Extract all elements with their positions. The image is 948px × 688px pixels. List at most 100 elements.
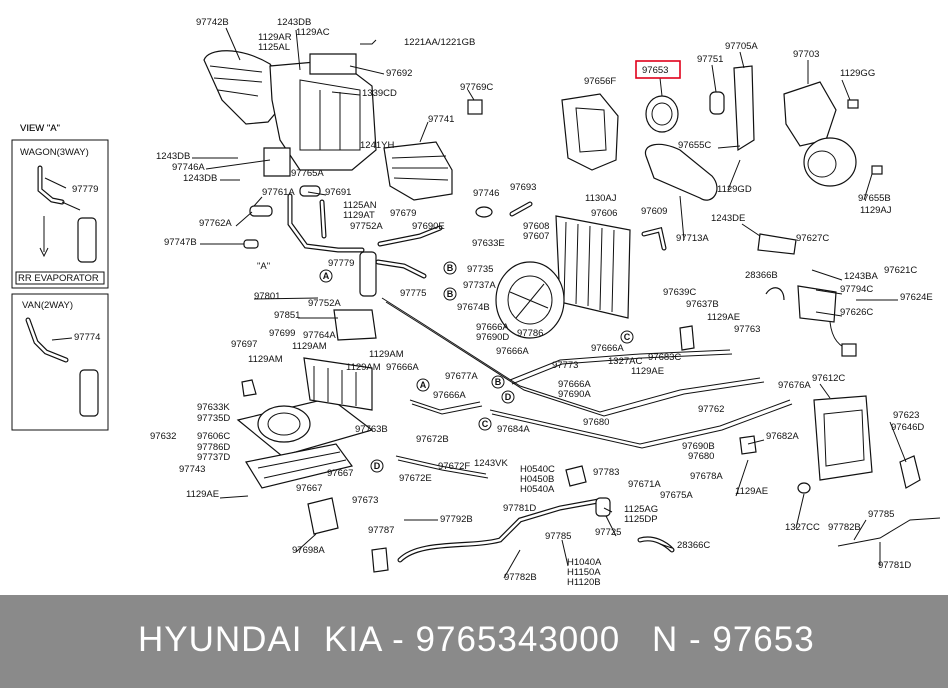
- part-label[interactable]: 1243BA: [844, 271, 878, 282]
- part-label[interactable]: 1241YH: [360, 140, 394, 151]
- part-label[interactable]: 97683C: [648, 352, 681, 363]
- part-label[interactable]: 97737A: [463, 280, 496, 291]
- part-label[interactable]: 97752A: [350, 221, 383, 232]
- part-label[interactable]: 97673: [352, 495, 378, 506]
- part-label[interactable]: H0540C: [520, 464, 555, 475]
- part-label[interactable]: 1129AC: [296, 27, 330, 38]
- part-label[interactable]: 97682A: [766, 431, 799, 442]
- part-label[interactable]: 97851: [274, 310, 300, 321]
- part-label[interactable]: 97690D: [476, 332, 509, 343]
- part-label[interactable]: 97697: [231, 339, 257, 350]
- part-label[interactable]: 97606C: [197, 431, 230, 442]
- part-label[interactable]: 97690B: [682, 441, 715, 452]
- part-label[interactable]: H1040A: [567, 557, 602, 568]
- part-label[interactable]: "A": [257, 261, 270, 272]
- part-label[interactable]: 1221AA/1221GB: [404, 37, 475, 48]
- part-label[interactable]: 97698A: [292, 545, 325, 556]
- part-label[interactable]: 97607: [523, 231, 549, 242]
- part-label[interactable]: 97672F: [438, 461, 470, 472]
- part-label[interactable]: 97764A: [303, 330, 336, 341]
- part-label[interactable]: 1129GG: [840, 68, 875, 79]
- part-label[interactable]: H1120B: [567, 577, 601, 588]
- part-label[interactable]: 97763: [734, 324, 760, 335]
- part-label[interactable]: 97737D: [197, 452, 230, 463]
- part-label[interactable]: 97762A: [199, 218, 232, 229]
- part-label[interactable]: 97786D: [197, 442, 230, 453]
- part-label[interactable]: 97655B: [858, 193, 891, 204]
- part-label[interactable]: 97775: [400, 288, 426, 299]
- part-label[interactable]: 97763B: [355, 424, 388, 435]
- part-label[interactable]: 97608: [523, 221, 549, 232]
- part-label[interactable]: 97751: [697, 54, 723, 65]
- part-label[interactable]: 97655C: [678, 140, 711, 151]
- part-label[interactable]: 97783: [593, 467, 619, 478]
- part-label[interactable]: 1243DB: [156, 151, 190, 162]
- part-label[interactable]: 97690A: [558, 389, 591, 400]
- part-label[interactable]: 97680: [583, 417, 609, 428]
- part-label[interactable]: 1129AE: [735, 486, 768, 497]
- part-label[interactable]: 97699: [269, 328, 295, 339]
- part-label[interactable]: 97680: [688, 451, 714, 462]
- part-label[interactable]: 97627C: [796, 233, 829, 244]
- part-label[interactable]: 97633K: [197, 402, 230, 413]
- highlighted-part-number[interactable]: 97653: [642, 65, 668, 76]
- part-label[interactable]: 1129AE: [186, 489, 219, 500]
- part-label[interactable]: 97690E: [412, 221, 445, 232]
- part-label[interactable]: 97691: [325, 187, 351, 198]
- part-label[interactable]: 97672B: [416, 434, 449, 445]
- part-label[interactable]: 1125AL: [258, 42, 290, 53]
- part-label[interactable]: 1129AM: [248, 354, 283, 365]
- part-label[interactable]: 97675A: [660, 490, 693, 501]
- part-label[interactable]: 97785: [545, 531, 571, 542]
- part-label[interactable]: 97692: [386, 68, 412, 79]
- part-label[interactable]: 1129AE: [631, 366, 664, 377]
- part-label[interactable]: 97746A: [172, 162, 205, 173]
- part-label[interactable]: 97703: [793, 49, 819, 60]
- part-label[interactable]: 1129AM: [346, 362, 381, 373]
- part-label[interactable]: 28366C: [677, 540, 710, 551]
- part-label[interactable]: 97684A: [497, 424, 530, 435]
- part-label[interactable]: 97801: [254, 291, 280, 302]
- part-label[interactable]: 97743: [179, 464, 205, 475]
- part-label[interactable]: 97761A: [262, 187, 295, 198]
- part-label[interactable]: 97639C: [663, 287, 696, 298]
- part-label[interactable]: 97747B: [164, 237, 197, 248]
- part-label[interactable]: 97735D: [197, 413, 230, 424]
- part-label[interactable]: 97792B: [440, 514, 473, 525]
- part-label[interactable]: 97741: [428, 114, 454, 125]
- part-label[interactable]: 1327CC: [785, 522, 820, 533]
- part-label[interactable]: 28366B: [745, 270, 778, 281]
- part-label[interactable]: H0450B: [520, 474, 554, 485]
- part-label[interactable]: 97609: [641, 206, 667, 217]
- part-label[interactable]: 97782B: [828, 522, 861, 533]
- part-label[interactable]: 97667: [296, 483, 322, 494]
- part-label[interactable]: 97632: [150, 431, 176, 442]
- part-label[interactable]: 97624E: [900, 292, 933, 303]
- part-label[interactable]: 97666A: [496, 346, 529, 357]
- part-label[interactable]: 97633E: [472, 238, 505, 249]
- part-label[interactable]: 97782B: [504, 572, 537, 583]
- part-label[interactable]: 97705A: [725, 41, 758, 52]
- part-label[interactable]: 97781D: [878, 560, 911, 571]
- part-label[interactable]: 1125DP: [624, 514, 658, 525]
- part-label[interactable]: H0540A: [520, 484, 555, 495]
- part-label[interactable]: 97666A: [558, 379, 591, 390]
- part-label[interactable]: 97787: [368, 525, 394, 536]
- highlighted-part[interactable]: 97653: [635, 60, 681, 79]
- part-label[interactable]: 97671A: [628, 479, 661, 490]
- part-label[interactable]: 1243DB: [277, 17, 311, 28]
- part-label[interactable]: 97677A: [445, 371, 478, 382]
- part-label[interactable]: 97626C: [840, 307, 873, 318]
- part-label[interactable]: 97666A: [433, 390, 466, 401]
- part-label[interactable]: 97786: [517, 328, 543, 339]
- part-label[interactable]: 97637B: [686, 299, 719, 310]
- part-label[interactable]: 97612C: [812, 373, 845, 384]
- part-label[interactable]: 97666A: [591, 343, 624, 354]
- part-label[interactable]: 97678A: [690, 471, 723, 482]
- part-label[interactable]: 1125AN: [343, 200, 377, 211]
- part-label[interactable]: 97676A: [778, 380, 811, 391]
- part-label[interactable]: 1243VK: [474, 458, 508, 469]
- part-label[interactable]: 97746: [473, 188, 499, 199]
- part-label[interactable]: 97742B: [196, 17, 229, 28]
- part-label[interactable]: 97762: [698, 404, 724, 415]
